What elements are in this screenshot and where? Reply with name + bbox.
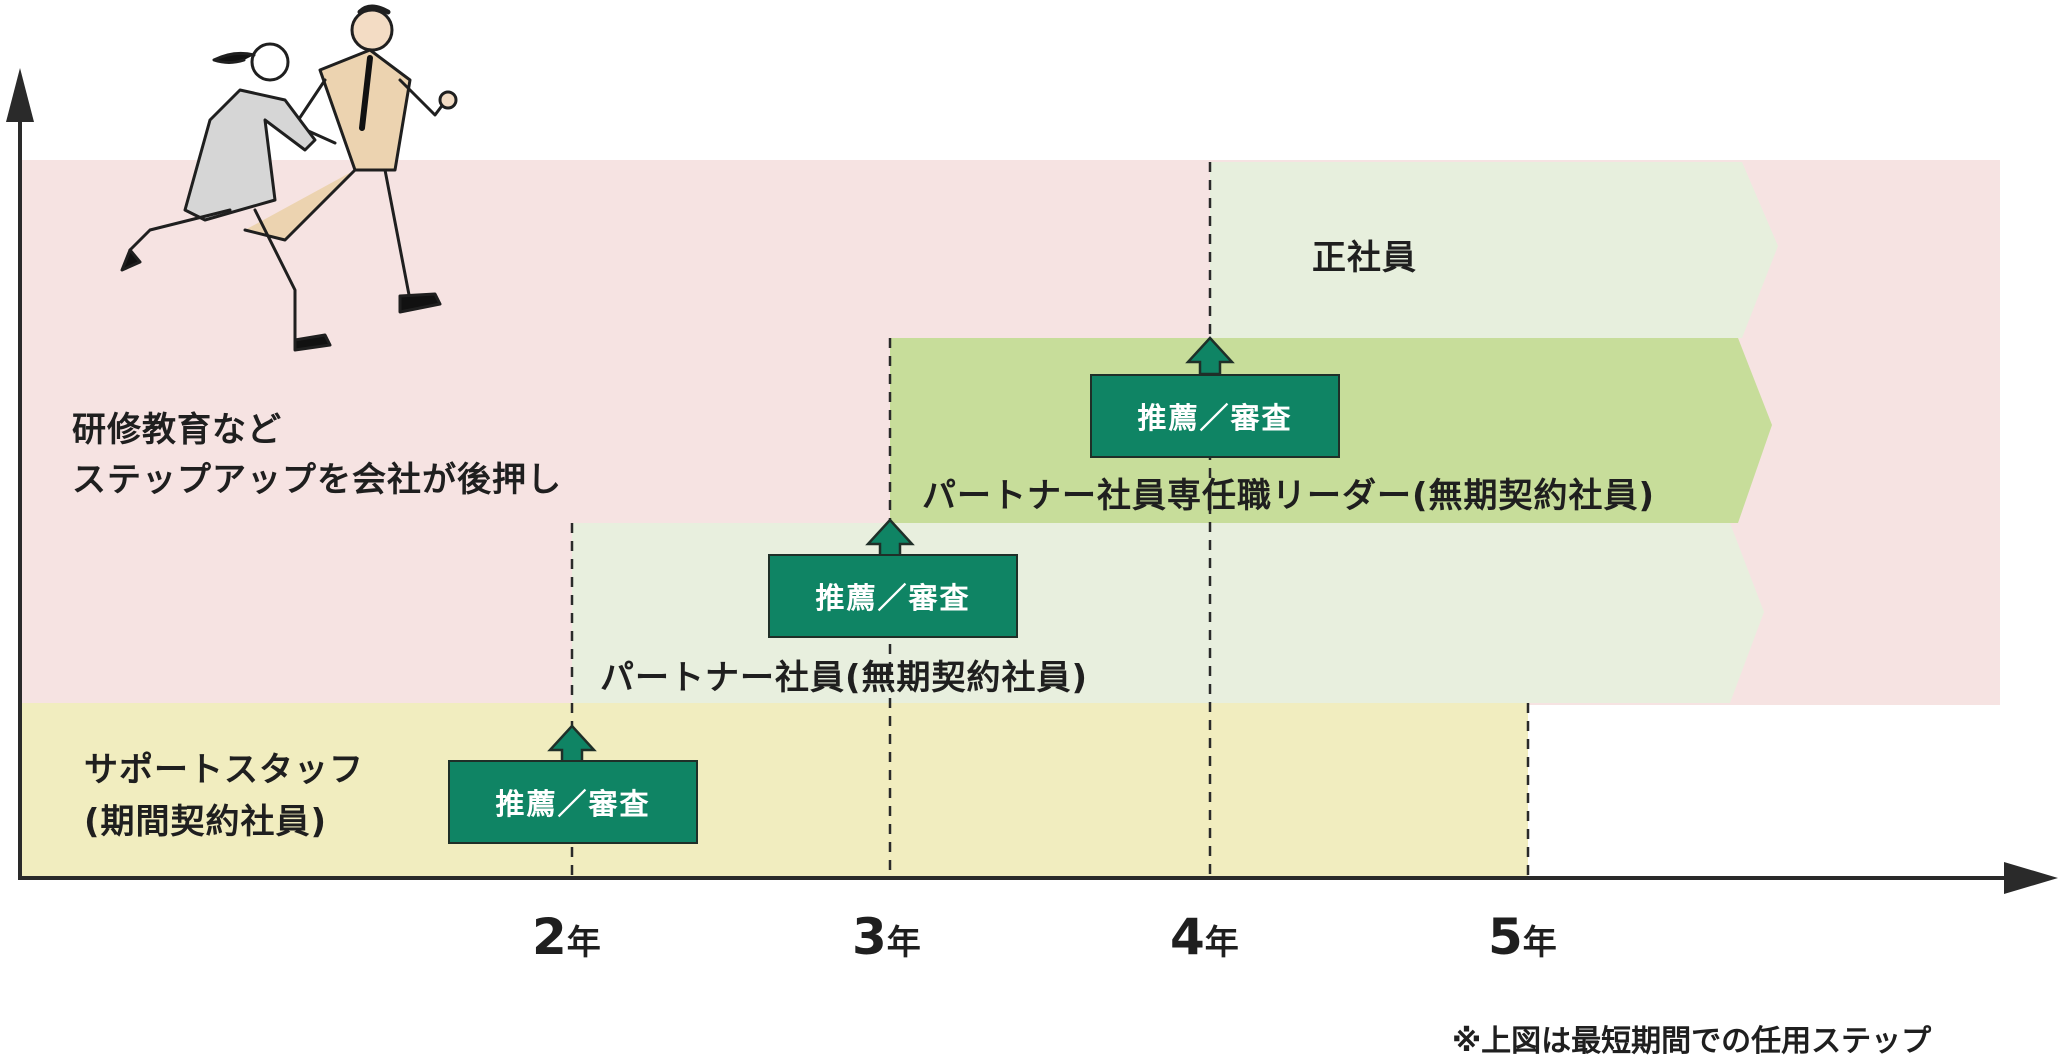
axis-year-4: 4年 (1170, 908, 1239, 966)
support-label-line1: サポートスタッフ (84, 750, 364, 790)
axis-year-2-num: 2 (532, 908, 567, 966)
axis-year-5-num: 5 (1488, 908, 1523, 966)
training-text-line1: 研修教育など (72, 410, 282, 450)
recommend-box-2: 推薦／審査 (768, 554, 1018, 638)
axis-year-5: 5年 (1488, 908, 1557, 966)
training-text-line2: ステップアップを会社が後押し (72, 460, 562, 500)
axis-year-2-unit: 年 (566, 923, 601, 963)
recommend-box-1: 推薦／審査 (448, 760, 698, 844)
axis-year-2: 2年 (532, 908, 601, 966)
seishain-band (1210, 162, 1778, 338)
axis-year-3: 3年 (852, 908, 921, 966)
axis-year-3-num: 3 (852, 908, 887, 966)
x-axis-arrow-icon (2004, 862, 2058, 894)
axis-year-4-num: 4 (1170, 908, 1205, 966)
partner-label: パートナー社員(無期契約社員) (600, 658, 1089, 698)
seishain-label: 正社員 (1312, 238, 1417, 278)
axis-year-3-unit: 年 (886, 923, 921, 963)
support-label-line2: (期間契約社員) (84, 802, 328, 842)
y-axis-arrow-icon (6, 68, 34, 122)
recommend-box-3: 推薦／審査 (1090, 374, 1340, 458)
axis-year-4-unit: 年 (1204, 923, 1239, 963)
footnote: ※上図は最短期間での任用ステップ (1452, 1024, 1932, 1059)
axis-year-5-unit: 年 (1522, 923, 1557, 963)
support-staff-band (20, 703, 1528, 878)
running-people-icon (120, 4, 458, 352)
leader-label: パートナー社員専任職リーダー(無期契約社員) (922, 476, 1656, 516)
